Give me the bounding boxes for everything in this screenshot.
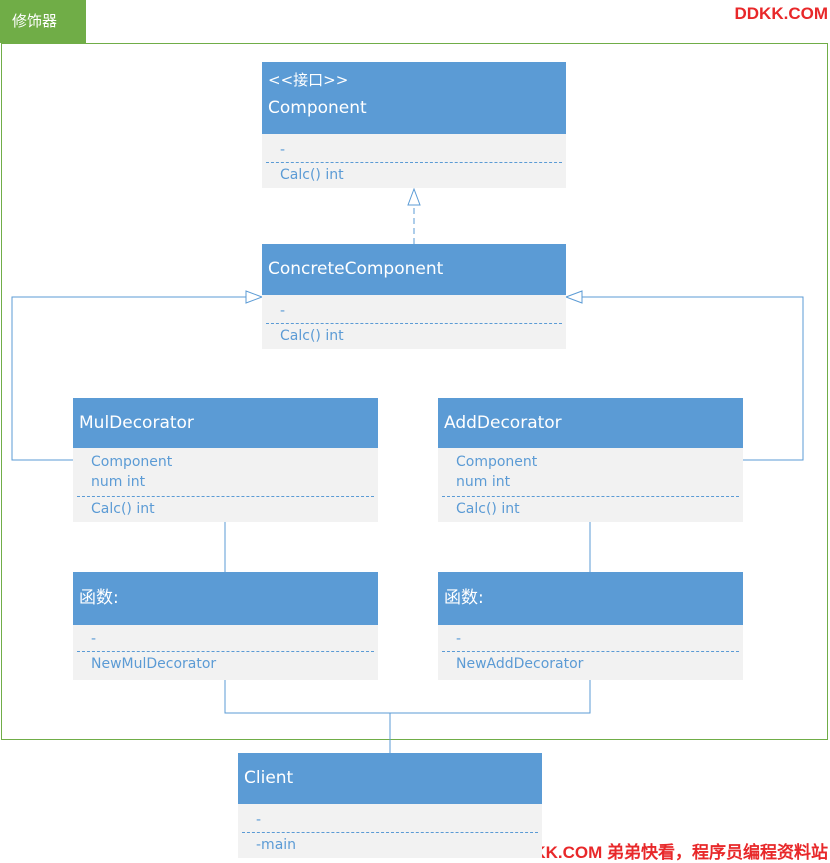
method: Calc() int [280, 328, 344, 344]
class-add-decorator: AddDecorator Component num int Calc() in… [438, 398, 743, 522]
class-name: AddDecorator [444, 413, 562, 433]
mul-inherit-line [11, 296, 246, 461]
function-add: 函数: - NewAddDecorator [438, 572, 743, 680]
realization-arrow [407, 187, 421, 206]
attribute: - [256, 812, 262, 828]
function-header: 函数: [73, 572, 378, 625]
class-concrete-component: ConcreteComponent - Calc() int [262, 244, 566, 349]
separator [77, 496, 374, 497]
mul-inherit-arrow [245, 290, 264, 304]
class-name: MulDecorator [79, 413, 194, 433]
watermark-bottom: DDKK.COM 弟弟快看，程序员编程资料站 [508, 843, 828, 862]
class-header: MulDecorator [73, 398, 378, 448]
class-name: ConcreteComponent [268, 259, 444, 279]
attribute: Component [456, 454, 538, 470]
separator [242, 832, 538, 833]
watermark-top: DDKK.COM [734, 4, 829, 23]
separator [77, 651, 374, 652]
class-header: ConcreteComponent [262, 244, 566, 295]
frame-label: 修饰器 [0, 0, 86, 43]
attribute: - [91, 631, 97, 647]
method: Calc() int [456, 501, 520, 517]
attribute: - [456, 631, 462, 647]
method: Calc() int [91, 501, 155, 517]
class-header: AddDecorator [438, 398, 743, 448]
function-mul: 函数: - NewMulDecorator [73, 572, 378, 680]
class-mul-decorator: MulDecorator Component num int Calc() in… [73, 398, 378, 522]
method: NewAddDecorator [456, 656, 584, 672]
separator [442, 651, 739, 652]
decorator-frame [1, 43, 828, 740]
function-title: 函数: [79, 588, 119, 608]
method: NewMulDecorator [91, 656, 217, 672]
separator [266, 323, 562, 324]
attribute: Component [91, 454, 173, 470]
attribute: - [280, 142, 286, 158]
separator [266, 162, 562, 163]
attribute: - [280, 303, 286, 319]
class-name: Client [244, 768, 294, 788]
add-inherit-arrow [564, 290, 583, 304]
class-header: Client [238, 753, 542, 804]
function-header: 函数: [438, 572, 743, 625]
add-inherit-line [582, 296, 804, 461]
class-component: <<接口>> Component - Calc() int [262, 62, 566, 188]
method: Calc() int [280, 167, 344, 183]
class-client: Client - -main [238, 753, 542, 858]
method: -main [256, 837, 297, 853]
class-header: <<接口>> Component [262, 62, 566, 134]
separator [442, 496, 739, 497]
stereotype: <<接口>> [268, 71, 349, 89]
client-link [224, 680, 591, 714]
class-name: Component [268, 98, 367, 118]
function-title: 函数: [444, 588, 484, 608]
attribute: num int [91, 474, 146, 490]
attribute: num int [456, 474, 511, 490]
